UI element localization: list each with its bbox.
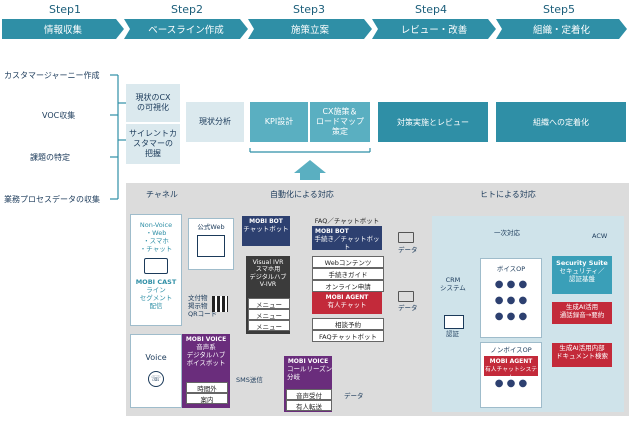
- current-analysis-box: 現状分析: [186, 102, 244, 142]
- voice-sub-guide: 案内: [186, 393, 228, 404]
- voice-op-label: ボイスOP: [496, 265, 526, 273]
- browser-icon: [197, 235, 225, 258]
- genai-summary-card: 生成AI活用 通話録音→要約: [552, 302, 612, 324]
- silent-customer-box: サイレントカ スタマーの 把握: [126, 124, 180, 164]
- mobi-agent-text: 有人チャット: [327, 301, 367, 310]
- voice2-sub-reception: 音声受付: [286, 389, 332, 400]
- crm-icon: [444, 315, 464, 329]
- step-5-number: Step5: [542, 3, 576, 16]
- smartphone-icon: [144, 257, 168, 274]
- security-text: セキュリティ／ 認証基盤: [559, 267, 605, 284]
- data-label-1: データ: [398, 246, 418, 254]
- ivr-menu-2: メニュー: [248, 309, 290, 320]
- section-human: ヒトによる対応: [480, 190, 536, 199]
- voice-card: Voice ☏: [130, 334, 182, 408]
- cx-plan-box: CX施策＆ ロードマップ 策定: [310, 102, 370, 142]
- mobi-voice-2-text: コールリーズン 分岐: [287, 365, 333, 381]
- mobi-bot-2-card: MOBI BOT 手続き／チャットボット: [312, 226, 382, 251]
- mobi-bot-text: チャットボット: [243, 225, 289, 234]
- genai-search-card: 生成AI活用内部 ドキュメント検索: [552, 343, 612, 367]
- web-content-box: Webコンテンツ: [312, 256, 384, 268]
- mobi-bot-card: MOBI BOT チャットボット: [242, 216, 290, 246]
- step-2-bar: ベースライン作成: [124, 19, 248, 39]
- qr-code-icon: [212, 296, 228, 312]
- nonvoice-text: Non-Voice ・Web ・スマホ ・チャット: [139, 221, 173, 254]
- ivr-menu-1: メニュー: [248, 298, 290, 309]
- input-process-data: 業務プロセスデータの収集: [4, 195, 100, 204]
- step-3-bar: 施策立案: [248, 19, 372, 39]
- folder-icon-2: [398, 291, 414, 302]
- mobicast-text: ライン セグメント 配信: [139, 285, 173, 310]
- operator-icons-2: ● ● ●: [494, 378, 528, 390]
- mobi-agent-tag: MOBI AGENT: [325, 294, 369, 301]
- mobi-agent-card: MOBI AGENT 有人チャット: [312, 292, 382, 314]
- step-3-number: Step3: [292, 3, 326, 16]
- data-label-3: データ: [344, 392, 364, 400]
- official-web-label: 公式Web: [197, 223, 225, 231]
- mobicast-tag: MOBI CAST: [135, 277, 177, 286]
- voice-sub-afterhours: 時間外: [186, 382, 228, 393]
- cx-visualization-box: 現状のCX の可視化: [126, 84, 180, 122]
- agent-system-tag: MOBI AGENT: [489, 358, 533, 366]
- faq-chatbot-box: FAQ／チャットボット: [314, 217, 380, 225]
- voice-op-card: ボイスOP ● ● ●● ● ●● ● ●: [480, 258, 542, 338]
- voice2-sub-transfer: 有人転送: [286, 400, 332, 411]
- mobi-voice-tag: MOBI VOICE: [185, 336, 227, 343]
- official-web-card: 公式Web: [188, 218, 234, 270]
- folder-icon-1: [398, 232, 414, 243]
- step-5-bar: 組織・定着化: [496, 19, 627, 39]
- mobi-bot-2-text: 手続き／チャットボット: [314, 235, 380, 251]
- section-channel: チャネル: [146, 190, 178, 199]
- phone-icon: ☏: [148, 371, 164, 387]
- crm-label: CRM システム: [440, 276, 466, 293]
- auth-label: 認証: [446, 330, 459, 338]
- nonvoice-op-card: ノンボイスOP MOBI AGENT 有人チャットシステム ● ● ●: [480, 342, 542, 408]
- online-apply-box: オンライン申請: [312, 280, 384, 292]
- ivr-menu-3: メニュー: [248, 320, 290, 331]
- mobi-bot-2-tag: MOBI BOT: [315, 228, 349, 235]
- agent-system-card: MOBI AGENT 有人チャットシステム: [484, 356, 538, 381]
- step-1-number: Step1: [48, 3, 82, 16]
- consult-reserve-box: 相談予約: [312, 318, 384, 330]
- nonvoice-op-label: ノンボイスOP: [490, 346, 532, 354]
- sms-label: SMS送信: [236, 376, 263, 384]
- step-2-number: Step2: [170, 3, 204, 16]
- kpi-design-box: KPI設計: [250, 102, 308, 142]
- faq-chatbot-2-box: FAQチャットボット: [312, 330, 384, 342]
- voice-text: Voice: [145, 353, 167, 362]
- mobi-bot-tag: MOBI BOT: [249, 218, 283, 225]
- visual-ivr-title: Visual IVR スマホ用 デジタルハブ V-IVR: [249, 259, 287, 289]
- step-1-bar: 情報収集: [2, 19, 124, 39]
- qr-label: 文付物 掲示物 QRコード: [188, 294, 218, 319]
- input-voc: VOC収集: [42, 111, 76, 120]
- procedure-guide-box: 手続きガイド: [312, 268, 384, 280]
- input-customer-journey: カスタマージャーニー作成: [4, 71, 100, 80]
- security-suite-card: Security Suite セキュリティ／ 認証基盤: [552, 256, 612, 294]
- operator-icons: ● ● ●● ● ●● ● ●: [494, 279, 528, 323]
- first-response-label: 一次対応: [494, 229, 520, 237]
- review-box: 対策実施とレビュー: [378, 102, 488, 142]
- nonvoice-card: Non-Voice ・Web ・スマホ ・チャット MOBI CAST ライン …: [130, 214, 182, 326]
- acw-label: ACW: [592, 232, 608, 240]
- agent-system-text: 有人チャットシステム: [484, 367, 538, 382]
- mobi-voice-2-tag: MOBI VOICE: [287, 358, 329, 365]
- mobi-voice-text: 音声系 デジタルハブ ボイスボット: [186, 343, 226, 367]
- org-box: 組織への定着化: [496, 102, 626, 142]
- step-4-number: Step4: [414, 3, 448, 16]
- input-issue: 課題の特定: [30, 153, 70, 162]
- security-title: Security Suite: [556, 259, 608, 267]
- data-label-2: データ: [398, 304, 418, 312]
- step-4-bar: レビュー・改善: [372, 19, 496, 39]
- section-automation: 自動化による対応: [270, 190, 334, 199]
